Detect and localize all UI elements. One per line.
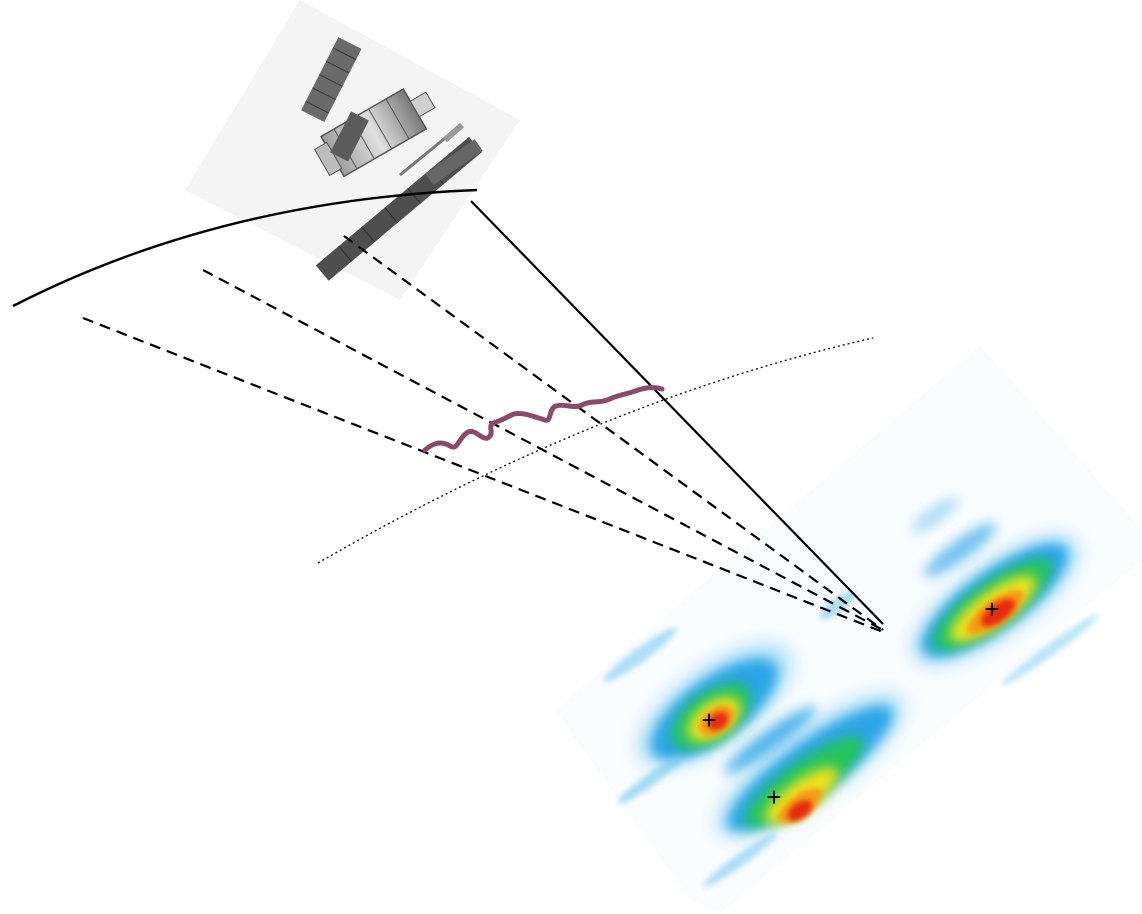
orbit-arc bbox=[12, 188, 478, 308]
dashed-lines-of-sight bbox=[82, 235, 884, 634]
wavy-disturbance-line bbox=[422, 384, 665, 453]
peak-marker-right: + bbox=[984, 594, 999, 624]
solid-sight-line bbox=[470, 200, 884, 625]
heatmap-panel-left: + bbox=[603, 627, 791, 805]
heatmap-panel-right: + bbox=[911, 497, 1099, 686]
peak-marker-left: + bbox=[701, 705, 716, 735]
dashed-sight-line-1 bbox=[343, 235, 884, 631]
peak-marker-bottom: + bbox=[766, 782, 781, 812]
heatmap-panels: + + bbox=[555, 345, 1142, 914]
dashed-sight-line-2 bbox=[202, 269, 884, 631]
heatmap-panel-bottom: + bbox=[703, 694, 903, 887]
dashed-sight-line-3 bbox=[82, 316, 884, 634]
satellite-icon bbox=[185, 0, 520, 300]
